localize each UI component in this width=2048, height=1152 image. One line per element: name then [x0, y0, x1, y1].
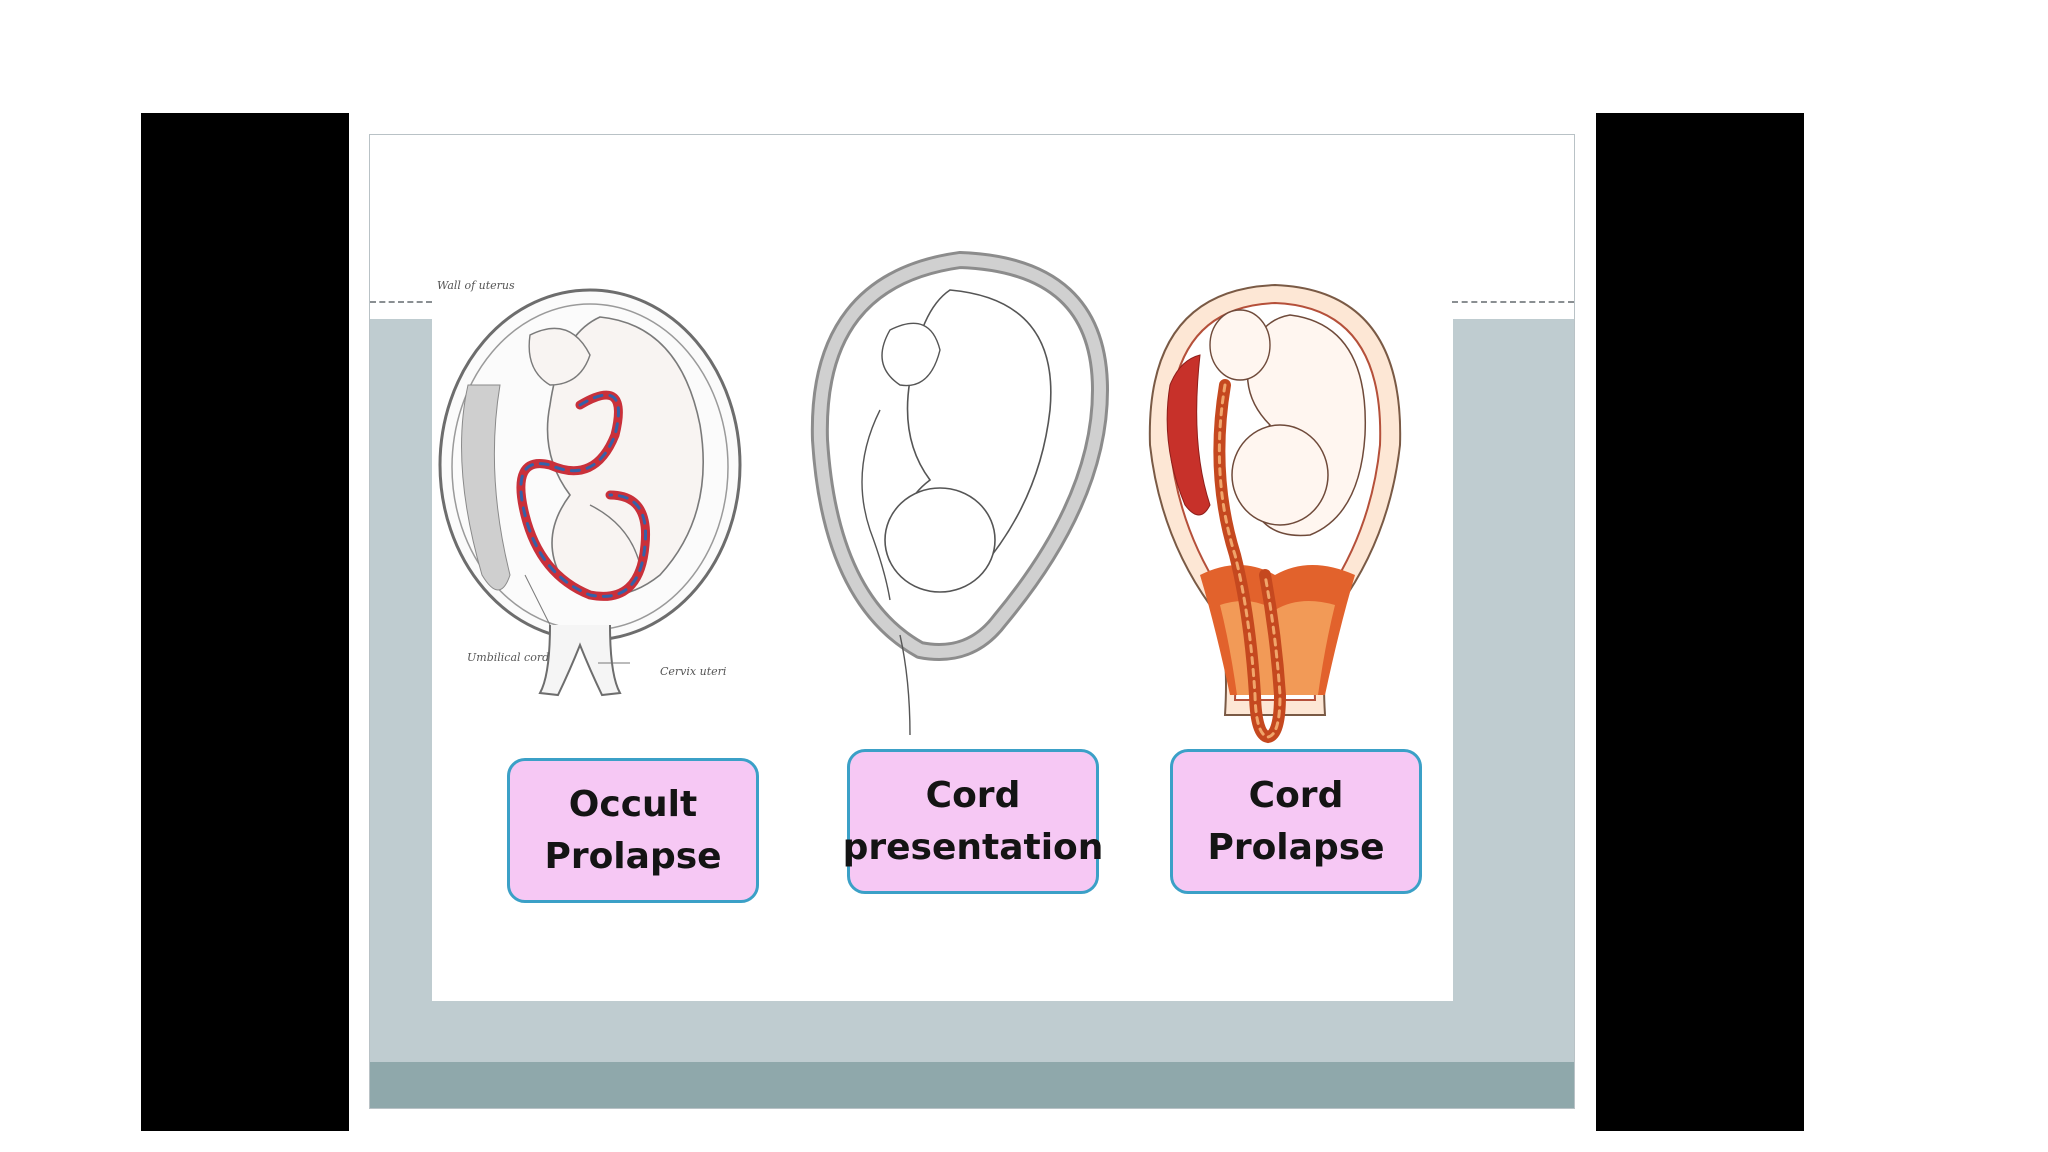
cord-presentation-illustration [800, 240, 1120, 740]
slide-footer-bar [370, 1062, 1574, 1108]
caption-umbilical-cord: Umbilical cord [467, 651, 550, 664]
header-divider-left [370, 301, 432, 303]
cord-presentation-label: Cord presentation [843, 749, 1103, 894]
cord-prolapse-illustration [1140, 275, 1410, 745]
caption-wall-of-uterus: Wall of uterus [437, 279, 515, 292]
cord-prolapse-label: Cord Prolapse [1170, 749, 1422, 894]
header-divider-right [1452, 301, 1574, 303]
presentation-slide: Wall of uterus Umbilical cord Cervix ute… [369, 134, 1575, 1109]
caption-cervix-uteri: Cervix uteri [660, 665, 727, 678]
right-letterbox [1596, 113, 1804, 1131]
occult-prolapse-label: Occult Prolapse [507, 758, 759, 903]
left-letterbox [141, 113, 349, 1131]
occult-prolapse-illustration [430, 275, 750, 715]
